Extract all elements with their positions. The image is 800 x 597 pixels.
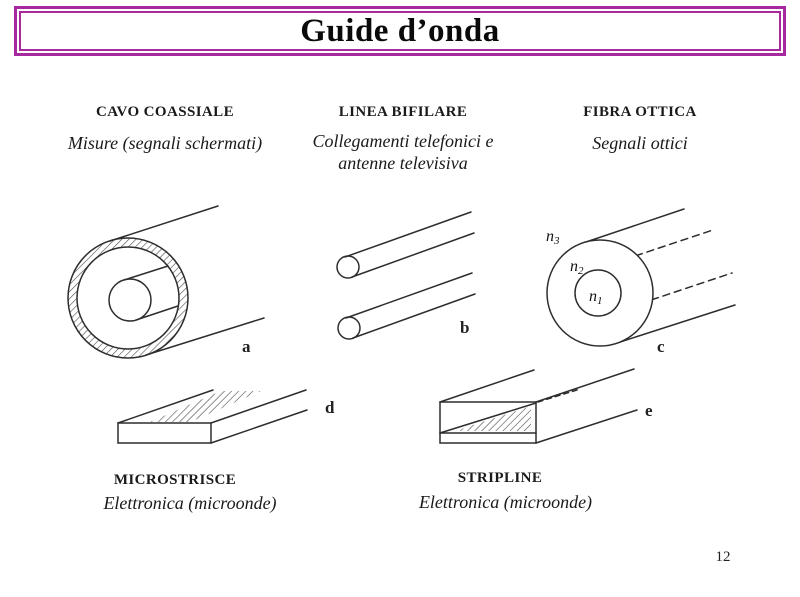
coax-core-bottom-edge [135,305,179,321]
description-stripline: Elettronica (microonde) [418,492,593,512]
title-box-inner-border: Guide d’onda [19,11,781,51]
coax-core-top-edge [123,265,169,281]
wire1-top-edge [344,211,472,258]
stripline-center-strip-hidden-edge-dashed [537,388,581,403]
fiber-n3-label: n3 [546,228,560,247]
stripline-figure: e [439,368,653,444]
title-box: Guide d’onda [14,6,786,56]
fiber-n2-label: n2 [570,258,584,277]
page-title: Guide d’onda [300,12,500,49]
twin-lead-figure: b [336,211,476,340]
fiber-core-top-edge-dashed [589,229,714,272]
stripline-bottom-right-edge [535,409,638,444]
fiber-cladding-bottom-edge [616,304,736,344]
wire1-cross-section [336,255,360,279]
microstrip-bottom-right-edge [210,409,308,444]
wire1-bottom-edge [351,232,475,278]
fiber-n1-label: n1 [589,288,603,307]
coax-cylinder-top-edge [109,205,219,242]
microstrip-figure: d [117,389,335,444]
coax-shield-inner-circle [76,246,180,350]
description-fibra-ottica: Segnali ottici [592,133,688,153]
coaxial-cable-figure: a [67,205,265,359]
description-linea-bifilare: Collegamenti telefonici e antenne televi… [312,131,494,173]
microstrip-front-face [117,422,212,444]
stripline-top-right-edge [535,368,635,403]
microstrip-top-left-edge [117,389,214,424]
stripline-top-left-edge [439,369,535,403]
wire2-top-edge [345,272,473,319]
figure-label-e: e [645,401,653,420]
stripline-center-strip-hatch [455,406,531,431]
stripline-center-strip-edge [439,402,537,434]
heading-fibra-ottica: FIBRA OTTICA [583,104,697,120]
heading-cavo-coassiale: CAVO COASSIALE [96,104,234,120]
heading-linea-bifilare: LINEA BIFILARE [338,104,468,120]
wire2-bottom-edge [352,293,476,339]
coax-cylinder-bottom-edge [145,317,265,356]
microstrip-top-strip-hatch [150,391,261,422]
description-microstrisce: Elettronica (microonde) [103,493,277,513]
figure-label-a: a [242,337,251,356]
heading-stripline: STRIPLINE [457,470,543,486]
coax-outer-circle [67,237,189,359]
figure-label-b: b [460,318,469,337]
fiber-core-circle [574,269,622,317]
optical-fiber-figure: n3 n2 n1 c [546,208,736,356]
fiber-cladding-circle [546,239,654,347]
heading-microstrisce: MICROSTRISCE [113,472,237,488]
wire2-cross-section [337,316,361,340]
microstrip-top-right-edge [210,389,307,424]
page-number: 12 [715,549,731,565]
description-cavo-coassiale: Misure (segnali schermati) [67,133,263,153]
figure-label-c: c [657,337,665,356]
fiber-cladding-top-edge [582,208,685,244]
fiber-core-bottom-edge-dashed [605,272,733,316]
coax-center-conductor [108,278,152,322]
figure-label-d: d [325,398,335,417]
